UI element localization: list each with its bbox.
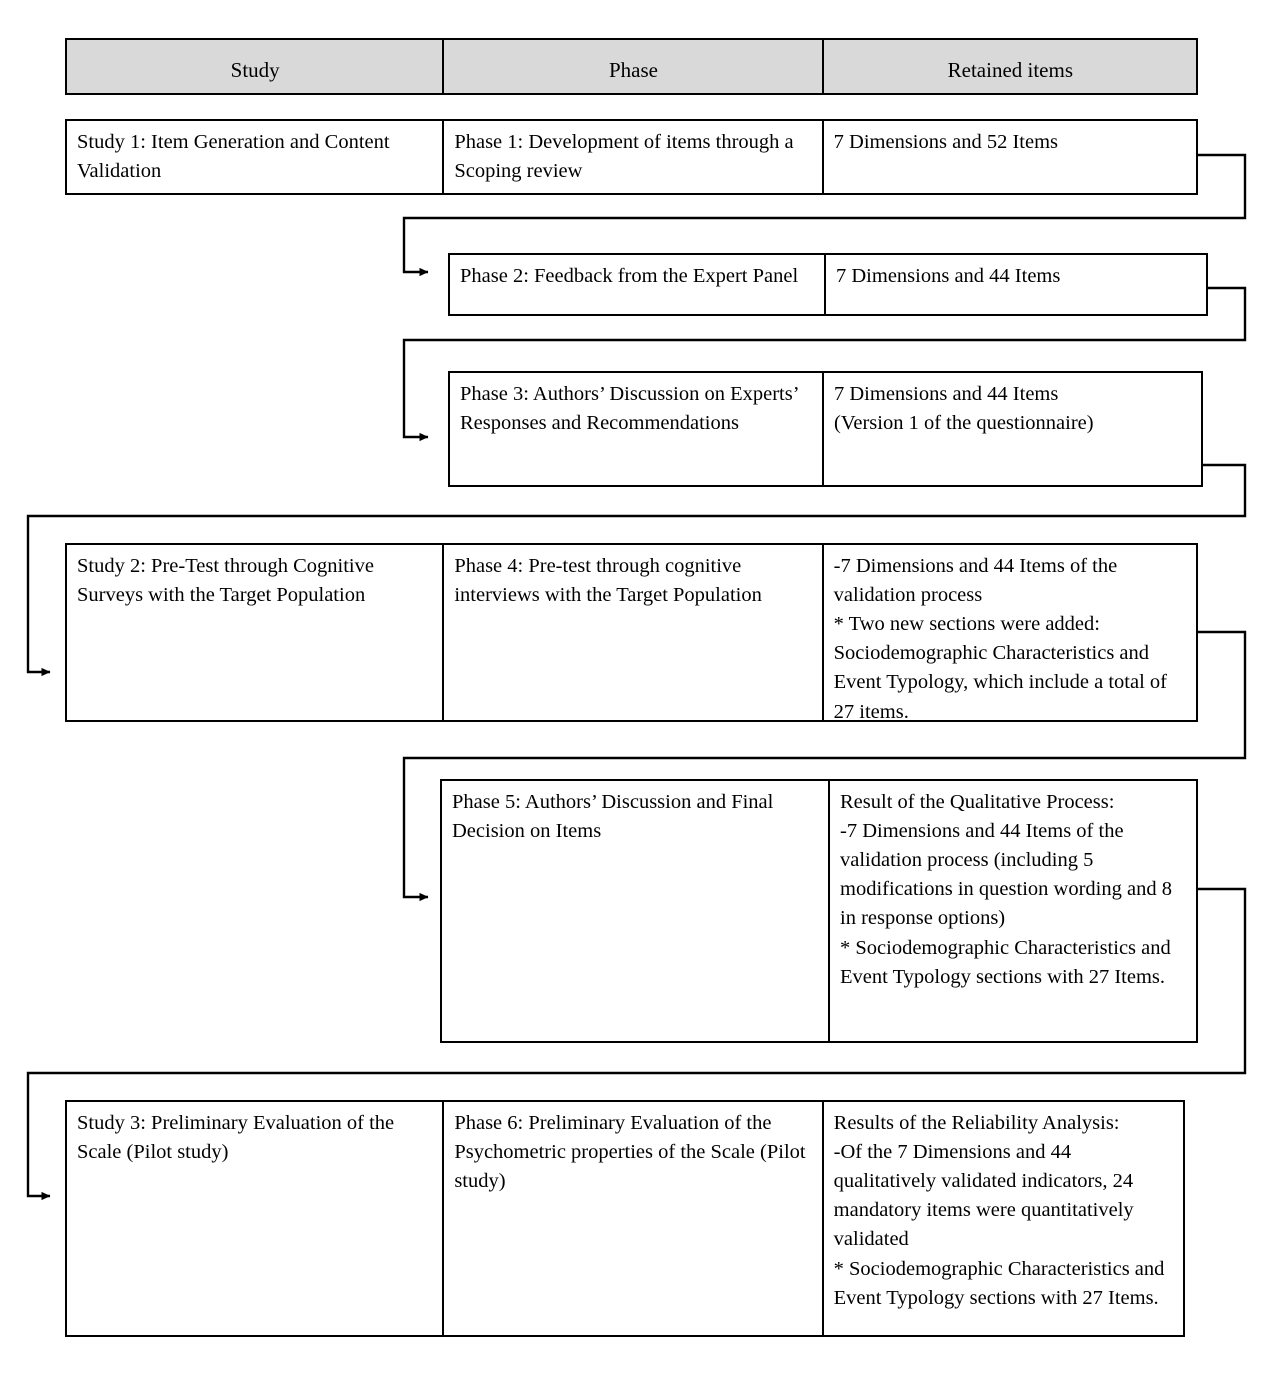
cell-phase-3: Phase 3: Authors’ Discussion on Experts’… — [450, 373, 824, 485]
column-header-retained-items: Retained items — [823, 40, 1196, 93]
cell-phase-4: Phase 4: Pre-test through cognitive inte… — [444, 545, 824, 720]
cell-phase-6: Phase 6: Preliminary Evaluation of the P… — [444, 1102, 824, 1335]
column-header-retained-items-label: Retained items — [947, 58, 1074, 82]
cell-retained-2: 7 Dimensions and 44 Items — [826, 255, 1202, 314]
table-row-phase2[interactable]: Phase 2: Feedback from the Expert Panel … — [448, 253, 1208, 316]
cell-study-3: Study 3: Preliminary Evaluation of the S… — [67, 1102, 445, 1335]
table-row-phase3[interactable]: Phase 3: Authors’ Discussion on Experts’… — [448, 371, 1203, 487]
cell-study-1: Study 1: Item Generation and Content Val… — [67, 121, 445, 193]
column-header-study: Study — [67, 40, 445, 93]
retained-4-text: -7 Dimensions and 44 Items of the valida… — [833, 555, 1167, 720]
study-3-text: Study 3: Preliminary Evaluation of the S… — [77, 1112, 395, 1164]
phase-3-text: Phase 3: Authors’ Discussion on Experts’… — [460, 383, 799, 435]
retained-2-text: 7 Dimensions and 44 Items — [836, 265, 1061, 287]
cell-retained-1: 7 Dimensions and 52 Items — [824, 121, 1196, 193]
phase-4-text: Phase 4: Pre-test through cognitive inte… — [454, 555, 762, 607]
column-header-phase: Phase — [444, 40, 824, 93]
retained-6-text: Results of the Reliability Analysis: -Of… — [833, 1112, 1165, 1309]
retained-5-text: Result of the Qualitative Process: -7 Di… — [840, 791, 1172, 988]
cell-phase-1: Phase 1: Development of items through a … — [444, 121, 824, 193]
cell-study-2: Study 2: Pre-Test through Cognitive Surv… — [67, 545, 445, 720]
study-2-text: Study 2: Pre-Test through Cognitive Surv… — [77, 555, 374, 607]
study-1-text: Study 1: Item Generation and Content Val… — [77, 131, 390, 183]
phase-6-text: Phase 6: Preliminary Evaluation of the P… — [454, 1112, 806, 1193]
table-row-study2[interactable]: Study 2: Pre-Test through Cognitive Surv… — [65, 543, 1198, 722]
column-header-phase-label: Phase — [608, 58, 658, 82]
phase-2-text: Phase 2: Feedback from the Expert Panel — [460, 265, 799, 287]
table-header-row: Study Phase Retained items — [65, 38, 1198, 95]
retained-1-text: 7 Dimensions and 52 Items — [833, 131, 1058, 153]
phase-1-text: Phase 1: Development of items through a … — [454, 131, 794, 183]
cell-phase-5: Phase 5: Authors’ Discussion and Final D… — [442, 781, 830, 1041]
cell-retained-4: -7 Dimensions and 44 Items of the valida… — [824, 545, 1196, 720]
table-row-study1[interactable]: Study 1: Item Generation and Content Val… — [65, 119, 1198, 195]
cell-retained-5: Result of the Qualitative Process: -7 Di… — [830, 781, 1194, 1041]
table-row-phase5[interactable]: Phase 5: Authors’ Discussion and Final D… — [440, 779, 1198, 1043]
retained-3-text: 7 Dimensions and 44 Items (Version 1 of … — [834, 383, 1094, 435]
cell-retained-3: 7 Dimensions and 44 Items (Version 1 of … — [824, 373, 1201, 485]
phase-5-text: Phase 5: Authors’ Discussion and Final D… — [452, 791, 774, 843]
column-header-study-label: Study — [230, 58, 280, 82]
cell-retained-6: Results of the Reliability Analysis: -Of… — [824, 1102, 1183, 1335]
cell-phase-2: Phase 2: Feedback from the Expert Panel — [450, 255, 826, 314]
table-row-study3[interactable]: Study 3: Preliminary Evaluation of the S… — [65, 1100, 1185, 1337]
